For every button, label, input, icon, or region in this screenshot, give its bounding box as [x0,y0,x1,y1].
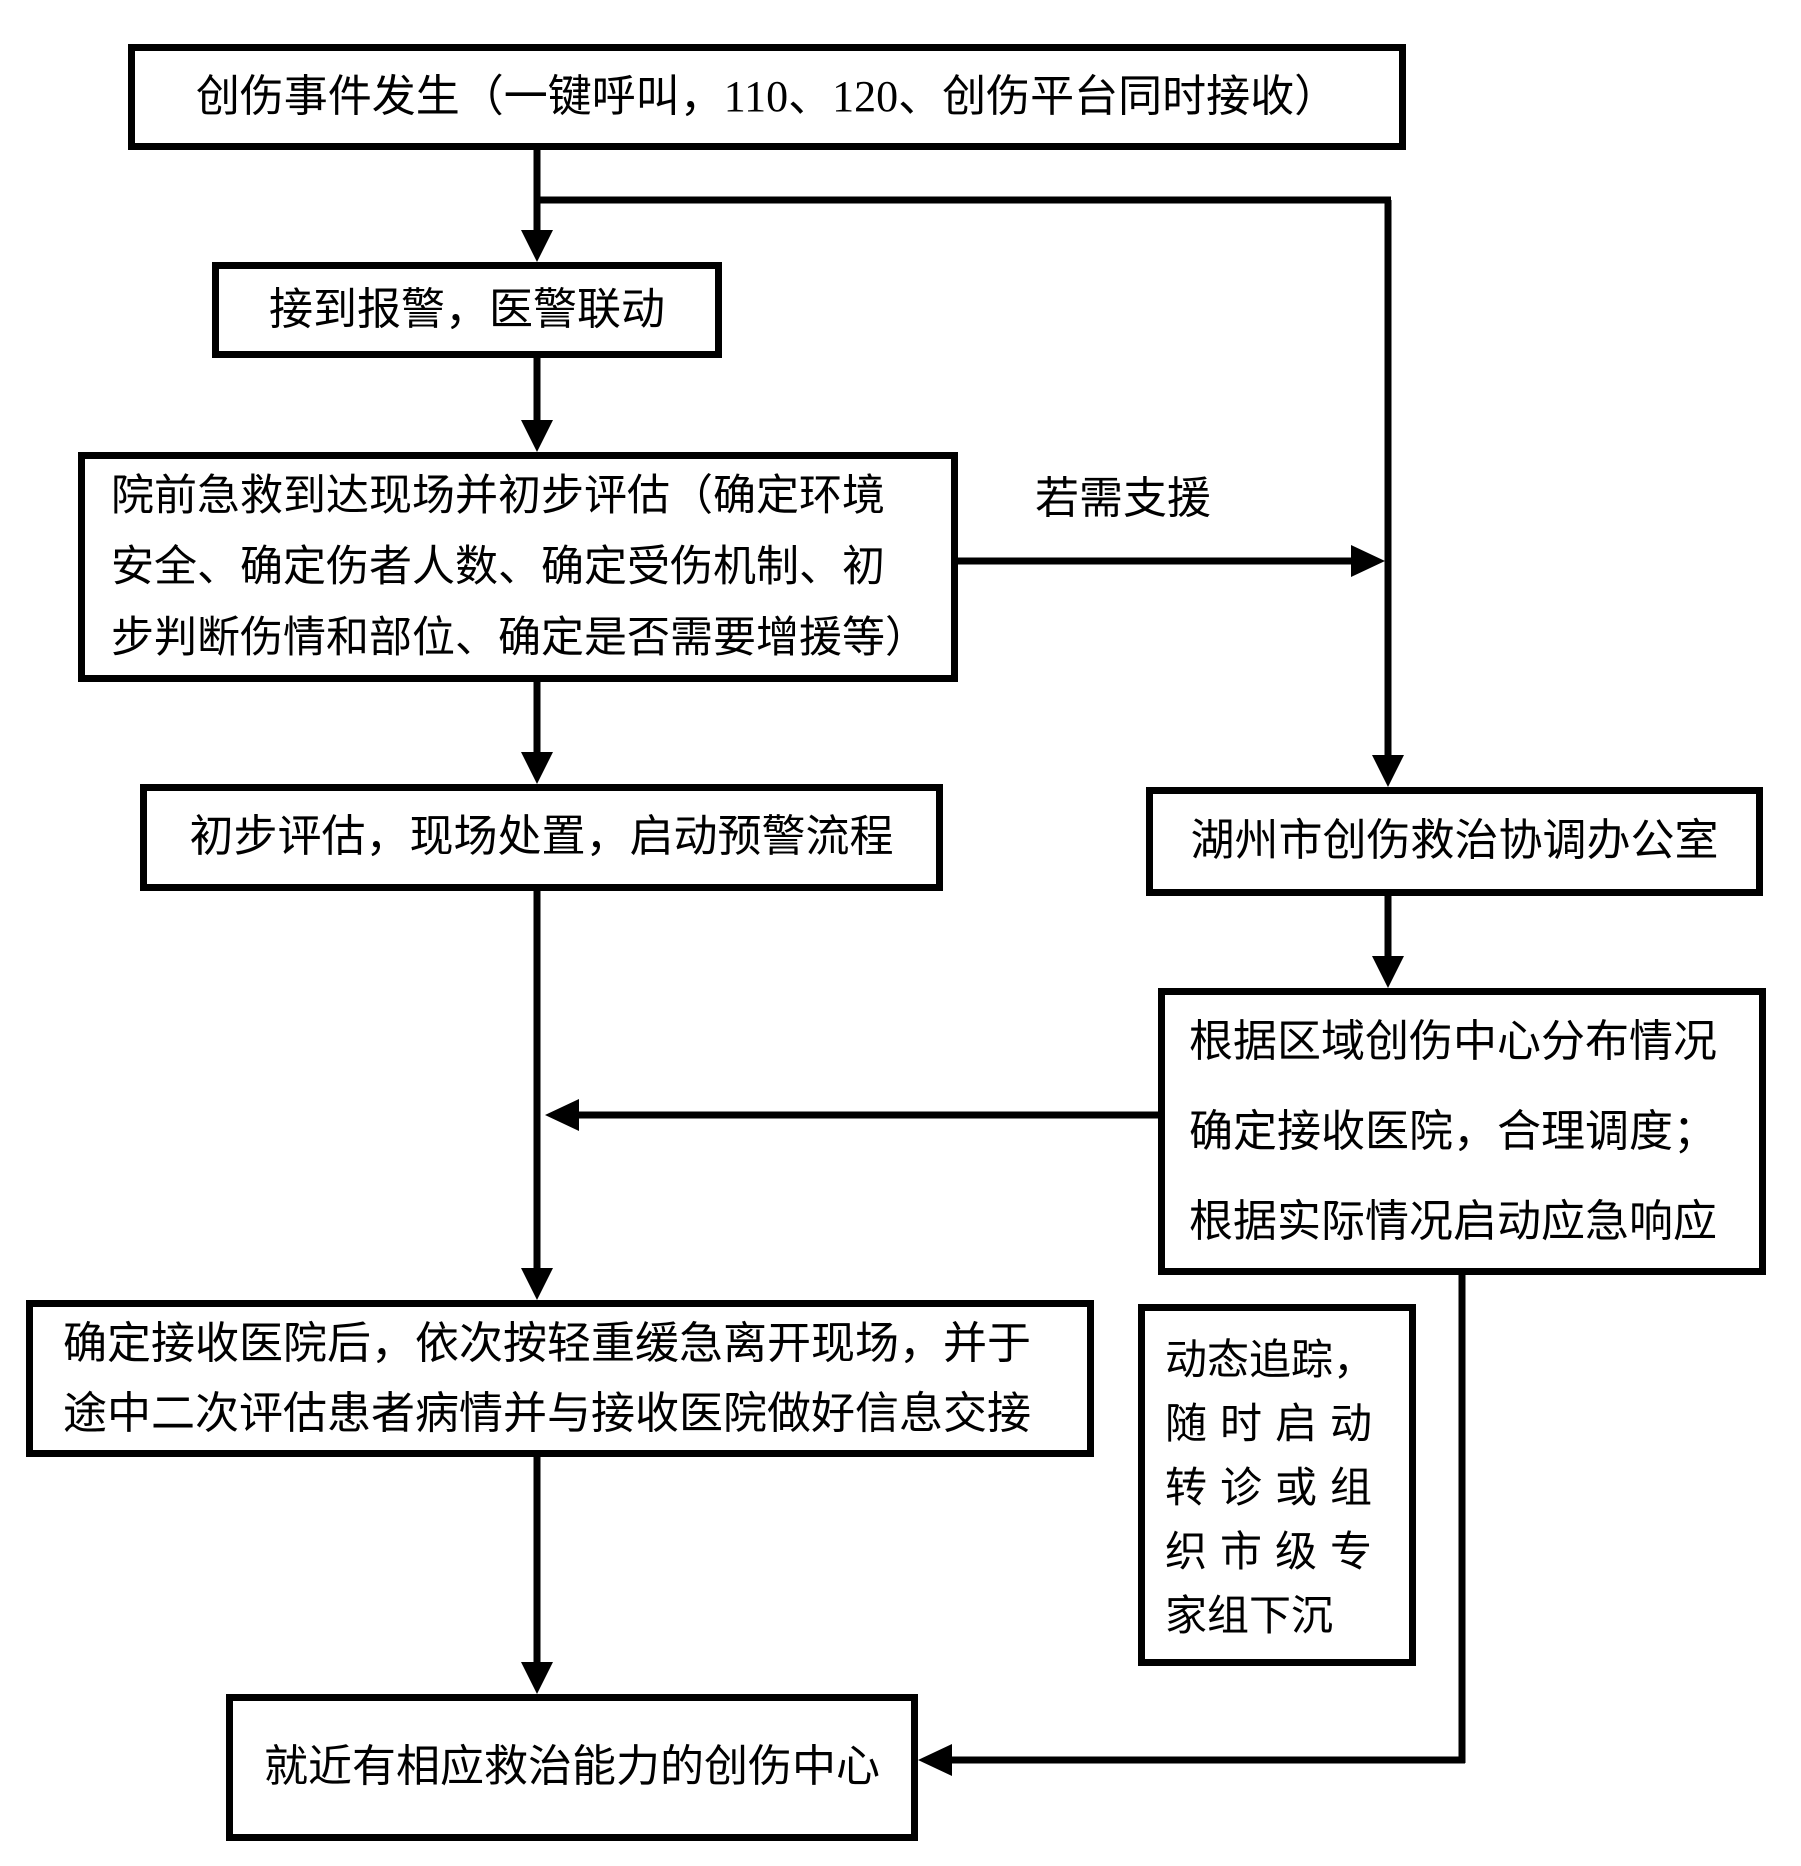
tracking-line-2: 随时启动 [1165,1402,1386,1448]
alarm-received-text: 接到报警，医警联动 [269,284,665,334]
prehospital-line-1: 院前急救到达现场并初步评估（确定环境 [111,472,885,520]
tracking-line-3: 转诊或组 [1165,1466,1386,1512]
prehospital-line-3: 步判断伤情和部位、确定是否需要增援等） [111,614,928,662]
flow-box-initial-assessment: 初步评估，现场处置，启动预警流程 [140,784,943,891]
flow-box-dynamic-tracking: 动态追踪， 随时启动 转诊或组 织市级专 家组下沉 [1138,1304,1416,1666]
tracking-line-1: 动态追踪， [1165,1338,1376,1384]
tracking-line-5: 家组下沉 [1165,1594,1334,1640]
flow-box-trauma-center: 就近有相应救治能力的创伤中心 [226,1694,918,1841]
flow-box-leave-scene: 确定接收医院后，依次按轻重缓急离开现场，并于 途中二次评估患者病情并与接收医院做… [26,1300,1094,1457]
trauma-event-text: 创伤事件发生（一键呼叫，110、120、创伤平台同时接收） [195,71,1339,121]
edge-label-support-needed: 若需支援 [1035,474,1211,523]
flow-box-trauma-event: 创伤事件发生（一键呼叫，110、120、创伤平台同时接收） [128,44,1406,150]
dispatch-line-2: 确定接收医院，合理调度； [1189,1106,1717,1156]
flow-box-prehospital-assessment: 院前急救到达现场并初步评估（确定环境 安全、确定伤者人数、确定受伤机制、初 步判… [78,452,958,682]
leave-scene-line-2: 途中二次评估患者病情并与接收医院做好信息交接 [63,1388,1031,1438]
arrowhead-down-center [521,1662,553,1694]
flow-box-alarm-received: 接到报警，医警联动 [212,262,722,358]
arrowhead-down-office [1372,755,1404,787]
arrowhead-down-leave [521,1268,553,1300]
arrowhead-left-center [918,1744,952,1776]
initial-assessment-text: 初步评估，现场处置，启动预警流程 [189,812,894,862]
prehospital-line-2: 安全、确定伤者人数、确定受伤机制、初 [111,543,885,591]
trauma-center-text: 就近有相应救治能力的创伤中心 [264,1742,880,1792]
coordination-office-text: 湖州市创伤救治协调办公室 [1190,816,1719,866]
flow-box-dispatch-decision: 根据区域创伤中心分布情况 确定接收医院，合理调度； 根据实际情况启动应急响应 [1158,988,1766,1275]
leave-scene-line-1: 确定接收医院后，依次按轻重缓急离开现场，并于 [63,1318,1031,1368]
arrowhead-down-alarm [521,230,553,262]
arrowhead-right-support [1351,545,1385,577]
arrowhead-down-dispatch [1372,956,1404,988]
arrowhead-down-initial [521,752,553,784]
tracking-line-4: 织市级专 [1165,1530,1386,1576]
flow-box-coordination-office: 湖州市创伤救治协调办公室 [1146,787,1763,896]
dispatch-line-1: 根据区域创伤中心分布情况 [1189,1016,1717,1066]
arrowhead-down-prehospital [521,420,553,452]
arrowhead-left-spine [545,1099,579,1131]
dispatch-line-3: 根据实际情况启动应急响应 [1189,1196,1717,1246]
